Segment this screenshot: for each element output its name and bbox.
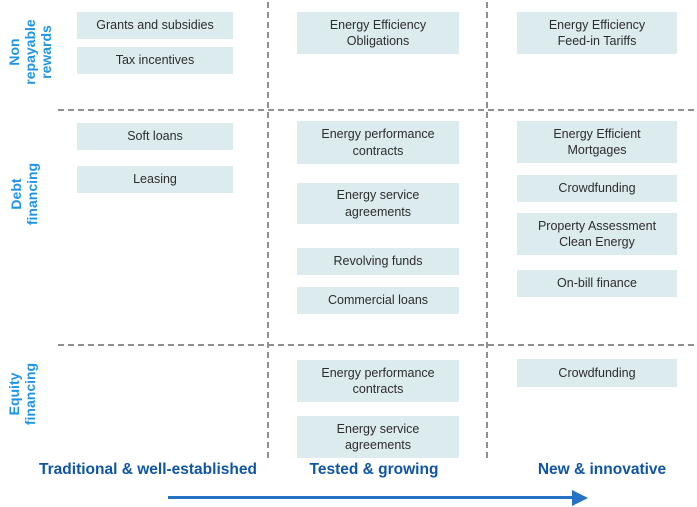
column-label-traditional-well-established: Traditional & well-established [39,461,257,478]
instrument-box-energy-efficiency-feed-in-tariffs: Energy Efficiency Feed-in Tariffs [517,12,677,54]
instrument-box-commercial-loans: Commercial loans [297,287,459,314]
instrument-box-on-bill-finance: On-bill finance [517,270,677,297]
row-divider-1 [58,109,695,111]
maturity-arrow-line [168,496,574,499]
instrument-box-revolving-funds: Revolving funds [297,248,459,275]
column-label-tested-growing: Tested & growing [309,461,439,478]
maturity-arrow-head-icon [572,490,588,506]
row-label-equity-financing: Equity financing [5,362,38,426]
column-label-new-innovative: New & innovative [537,461,667,478]
row-divider-2 [58,344,695,346]
instrument-box-soft-loans: Soft loans [77,123,233,150]
column-divider-1 [267,2,269,462]
instrument-box-leasing: Leasing [77,166,233,193]
column-divider-2 [486,2,488,462]
instrument-box-energy-efficient-mortgages: Energy Efficient Mortgages [517,121,677,163]
instrument-box-crowdfunding-debt: Crowdfunding [517,175,677,202]
instrument-box-property-assessment-clean-energy: Property Assessment Clean Energy [517,213,677,255]
instrument-box-energy-service-agreements-debt: Energy service agreements [297,183,459,224]
instrument-box-energy-efficiency-obligations: Energy Efficiency Obligations [297,12,459,54]
row-label-debt-financing: Debt financing [7,162,40,226]
instrument-box-crowdfunding-equity: Crowdfunding [517,359,677,387]
instrument-box-energy-performance-contracts-debt: Energy performance contracts [297,121,459,164]
instrument-box-grants-and-subsidies: Grants and subsidies [77,12,233,39]
instrument-box-tax-incentives: Tax incentives [77,47,233,74]
instrument-box-energy-performance-contracts-equity: Energy performance contracts [297,360,459,402]
instrument-box-energy-service-agreements-equity: Energy service agreements [297,416,459,458]
row-label-non-repayable-rewards: Non repayable rewards [5,19,55,85]
